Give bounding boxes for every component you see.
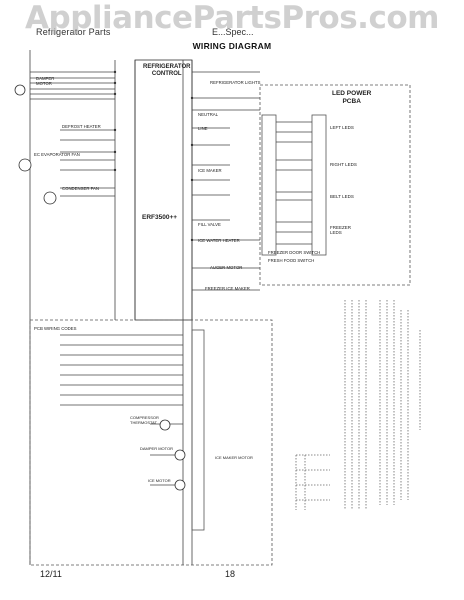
line-label: LINE [198, 126, 208, 131]
watermark: AppliancePartsPros.com [25, 0, 439, 36]
freezer-leds-label: FREEZER LEDS [330, 225, 352, 235]
control-model-label: ERF3500++ [142, 214, 178, 221]
condenser-fan-symbol [43, 191, 57, 205]
ice-motor-label: ICE MOTOR [148, 478, 171, 483]
color-code-label: PCB WIRING CODES [34, 326, 77, 331]
led-power-board-box [259, 84, 411, 286]
led-board-label-line2: PCBA [342, 98, 361, 105]
control-label-line1: REFRIGERATOR [143, 64, 191, 70]
compressor-thermostat-symbol [159, 419, 171, 431]
fresh-food-switch-label: FRESH FOOD SWITCH [268, 258, 315, 263]
right-leds-label: RIGHT LEDS [330, 162, 357, 167]
header-right-text: E...Spec... [212, 27, 254, 37]
led-board-label-line1: LED POWER [332, 90, 372, 97]
led-board-label: LED POWER PCBA [332, 90, 371, 106]
defrost-heater-label: DEFROST HEATER [62, 124, 101, 129]
control-label: REFRIGERATOR CONTROL [143, 64, 190, 78]
header-left-text: Refrigerator Parts [36, 27, 111, 37]
ice-maker-motor-label: ICE MAKER MOTOR [215, 455, 253, 460]
ice-maker-label: ICE MAKER [198, 168, 222, 173]
control-label-line2: CONTROL [151, 71, 182, 77]
neutral-label: NEUTRAL [198, 112, 219, 117]
damper-motor-lower-symbol [174, 449, 186, 461]
page-title: WIRING DIAGRAM [192, 41, 272, 51]
lower-pcb-box [29, 319, 273, 566]
refrigerator-lights-label: REFRIGERATOR LIGHTS [210, 80, 261, 85]
footer-date: 12/11 [40, 569, 62, 579]
auger-motor-label: AUGER MOTOR [210, 265, 243, 270]
belt-leds-label: BELT LEDS [330, 194, 354, 199]
damper-motor-label: DAMPER MOTOR [36, 76, 55, 86]
refrigerator-control-box [134, 59, 193, 321]
damper-motor-symbol [14, 84, 26, 96]
left-leds-label: LEFT LEDS [330, 125, 354, 130]
ice-motor-symbol [174, 479, 186, 491]
fill-valve-label: FILL VALVE [198, 222, 221, 227]
freezer-door-switch-label: FREEZER DOOR SWITCH [268, 250, 321, 255]
compressor-thermostat-label: COMPRESSOR THERMOSTAT [130, 415, 159, 425]
freezer-ice-maker-label: FREEZER ICE MAKER [205, 286, 250, 291]
footer-page-number: 18 [225, 569, 236, 579]
damper-motor-lower-label: DAMPER MOTOR [140, 446, 174, 451]
condenser-fan-label: CONDENSER FAN [62, 186, 100, 191]
evaporator-fan-symbol [18, 158, 32, 172]
evaporator-fan-label: EC EVAPORATOR FAN [34, 152, 80, 157]
ice-water-heater-label: ICE WATER HEATER [198, 238, 240, 243]
